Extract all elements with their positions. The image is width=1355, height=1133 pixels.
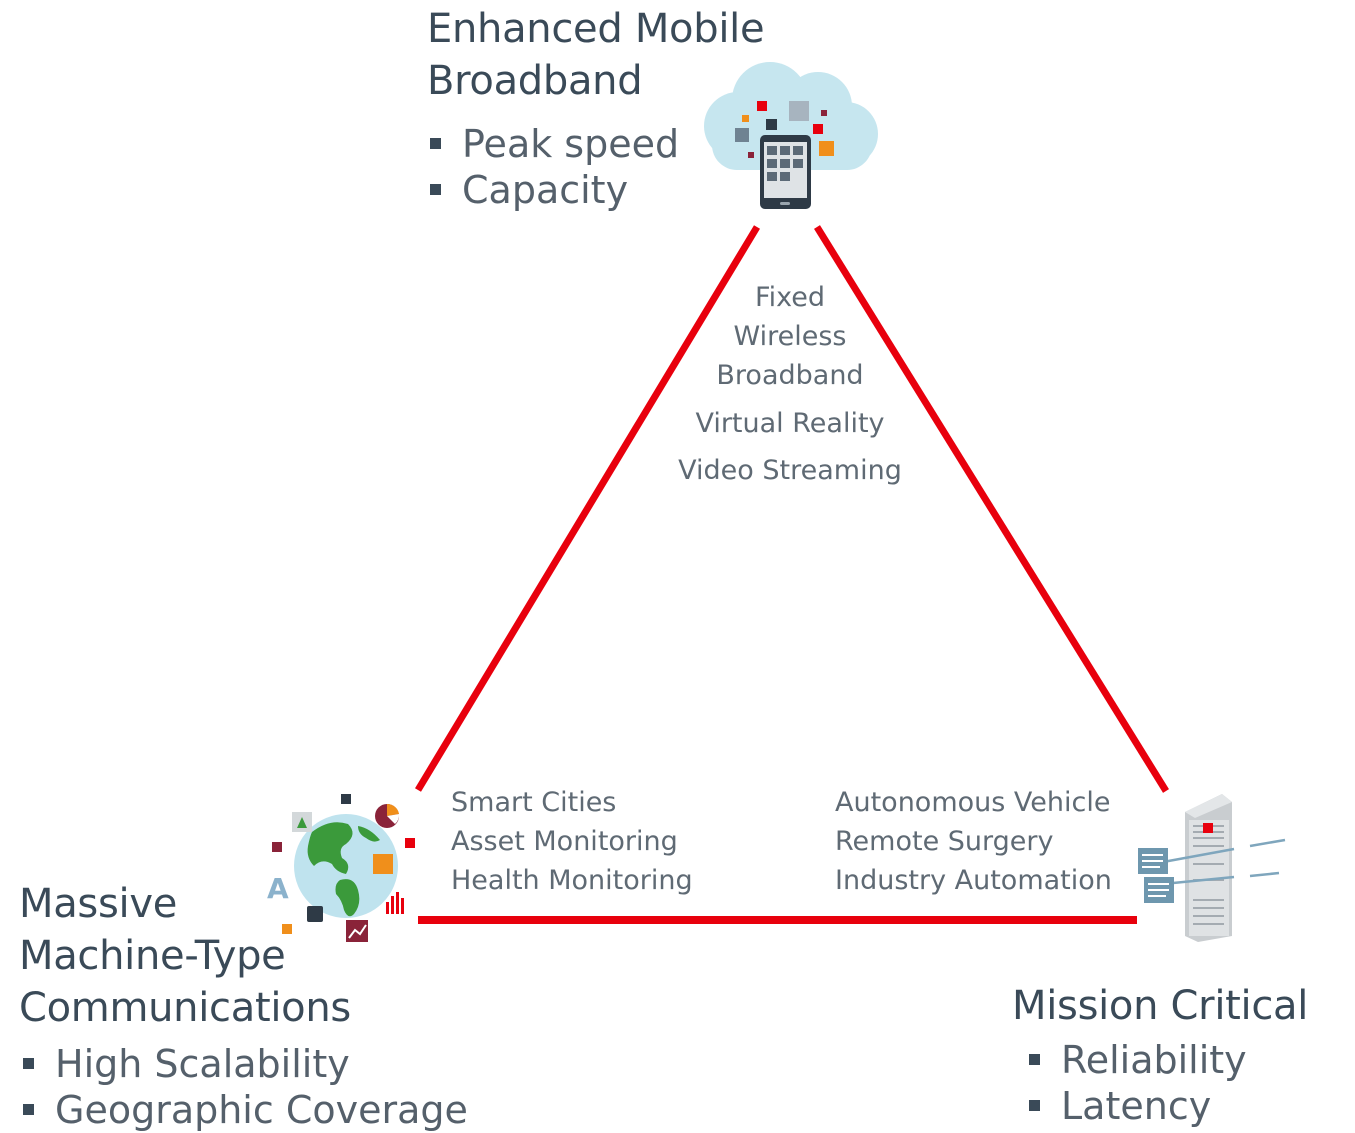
usecase-item: Health Monitoring — [451, 865, 693, 896]
mission-bullet: Reliability — [1027, 1037, 1247, 1083]
mmtc-bullet: Geographic Coverage — [21, 1087, 468, 1133]
letter-a-glyph: A — [267, 872, 289, 905]
usecase-item: Remote Surgery — [835, 826, 1054, 857]
usecases-top: Fixed Wireless Broadband Virtual Reality… — [640, 278, 940, 490]
embb-bullet: Peak speed — [428, 121, 679, 167]
embb-title-line2: Broadband — [427, 58, 643, 104]
mmtc-title-line1: Massive — [19, 881, 177, 927]
embb-title-line1: Enhanced Mobile — [427, 6, 765, 52]
mission-bullets: Reliability Latency — [1027, 1037, 1247, 1129]
mmtc-title-line2: Machine-Type — [19, 933, 286, 979]
usecases-bottom-left: Smart Cities Asset Monitoring Health Mon… — [451, 783, 693, 900]
usecase-item: Asset Monitoring — [451, 826, 678, 857]
usecase-item: Video Streaming — [678, 455, 902, 486]
mmtc-title: Massive Machine-Type Communications — [19, 878, 351, 1034]
usecase-item: Autonomous Vehicle — [835, 787, 1111, 818]
usecase-item: Smart Cities — [451, 787, 617, 818]
embb-bullet: Capacity — [428, 167, 679, 213]
usecase-item: Virtual Reality — [695, 408, 885, 439]
mmtc-bullets: High Scalability Geographic Coverage — [21, 1041, 468, 1133]
mmtc-bullet: High Scalability — [21, 1041, 468, 1087]
usecase-item: Broadband — [716, 360, 864, 391]
mission-title: Mission Critical — [1012, 983, 1309, 1029]
usecases-bottom-right: Autonomous Vehicle Remote Surgery Indust… — [835, 783, 1112, 900]
usecase-item: Fixed — [755, 282, 825, 313]
edge-embb-mmtc — [415, 225, 760, 792]
edge-embb-mission — [814, 225, 1169, 793]
mmtc-title-line3: Communications — [19, 985, 351, 1031]
embb-title: Enhanced Mobile Broadband — [427, 3, 765, 107]
embb-bullets: Peak speed Capacity — [428, 121, 679, 213]
mission-bullet: Latency — [1027, 1083, 1247, 1129]
usecase-item: Industry Automation — [835, 865, 1112, 896]
usecase-item: Wireless — [733, 321, 847, 352]
